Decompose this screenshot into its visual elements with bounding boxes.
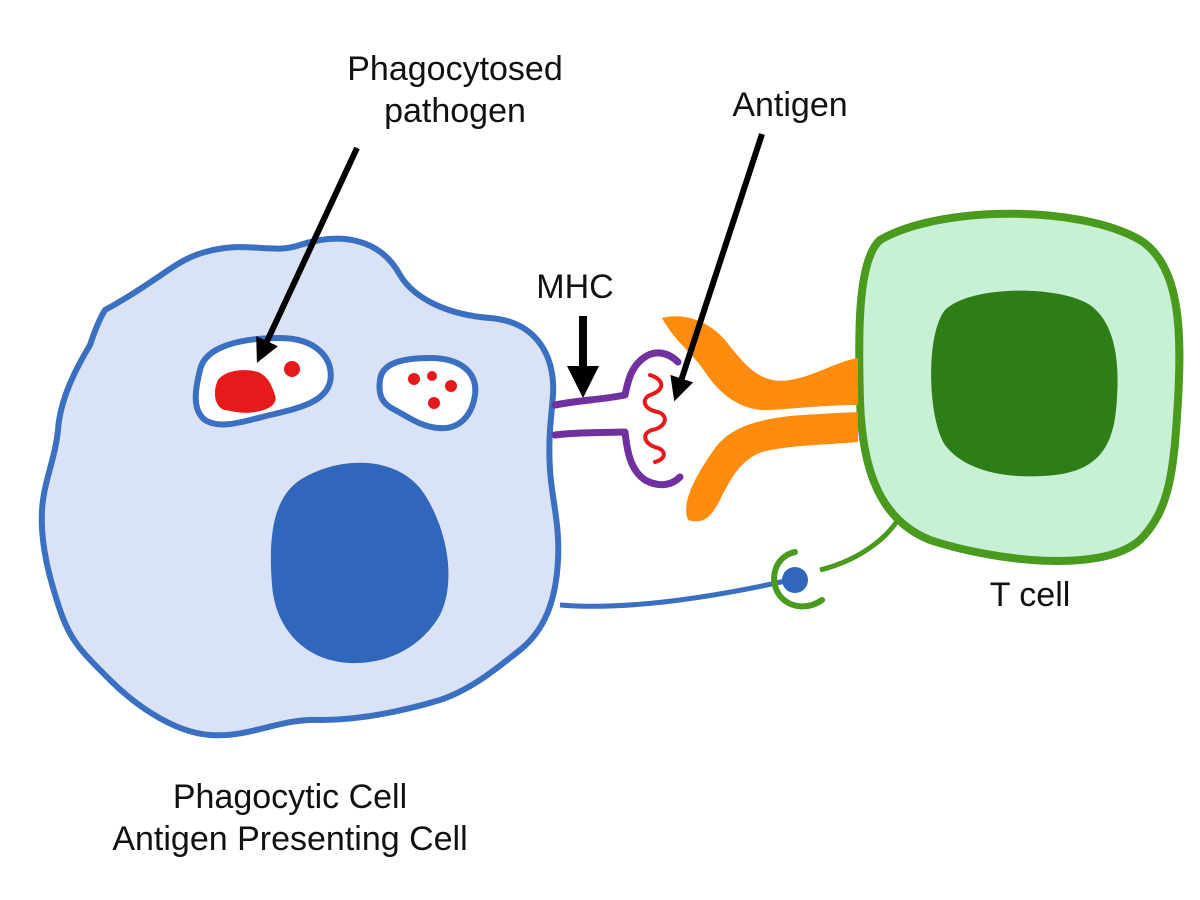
label-line: Phagocytosed xyxy=(347,50,563,88)
tcell-nucleus xyxy=(931,290,1118,477)
tcr-lower-arm xyxy=(686,412,858,522)
adhesion-knob xyxy=(782,567,808,593)
label-phagocytosed-pathogen: Phagocytosed pathogen xyxy=(300,48,610,132)
pathogen-dot xyxy=(284,361,300,377)
label-t-cell: T cell xyxy=(989,576,1071,614)
label-line: Antigen Presenting Cell xyxy=(112,820,468,858)
antigen-peptide xyxy=(642,373,667,464)
arrow-antigen xyxy=(670,133,765,402)
label-antigen-presenting-cell: Phagocytic Cell Antigen Presenting Cell xyxy=(60,776,520,860)
apc-nucleus xyxy=(270,462,449,664)
adhesion-cup xyxy=(771,549,825,610)
mhc-molecule xyxy=(551,349,684,489)
adhesion-stalk-apc xyxy=(559,577,791,609)
tcr-upper-arm xyxy=(662,316,858,411)
label-antigen: Antigen xyxy=(732,86,848,124)
label-line: pathogen xyxy=(384,92,526,130)
pathogen-large xyxy=(214,370,276,413)
pathogen-dot xyxy=(408,373,420,385)
label-mhc: MHC xyxy=(536,268,614,306)
pathogen-dot xyxy=(445,380,457,392)
label-line: Phagocytic Cell xyxy=(172,778,408,816)
pathogen-dot xyxy=(427,371,437,381)
phagosome-right xyxy=(376,354,479,432)
pathogen-dot xyxy=(428,397,440,409)
arrow-pathogen xyxy=(256,146,360,363)
